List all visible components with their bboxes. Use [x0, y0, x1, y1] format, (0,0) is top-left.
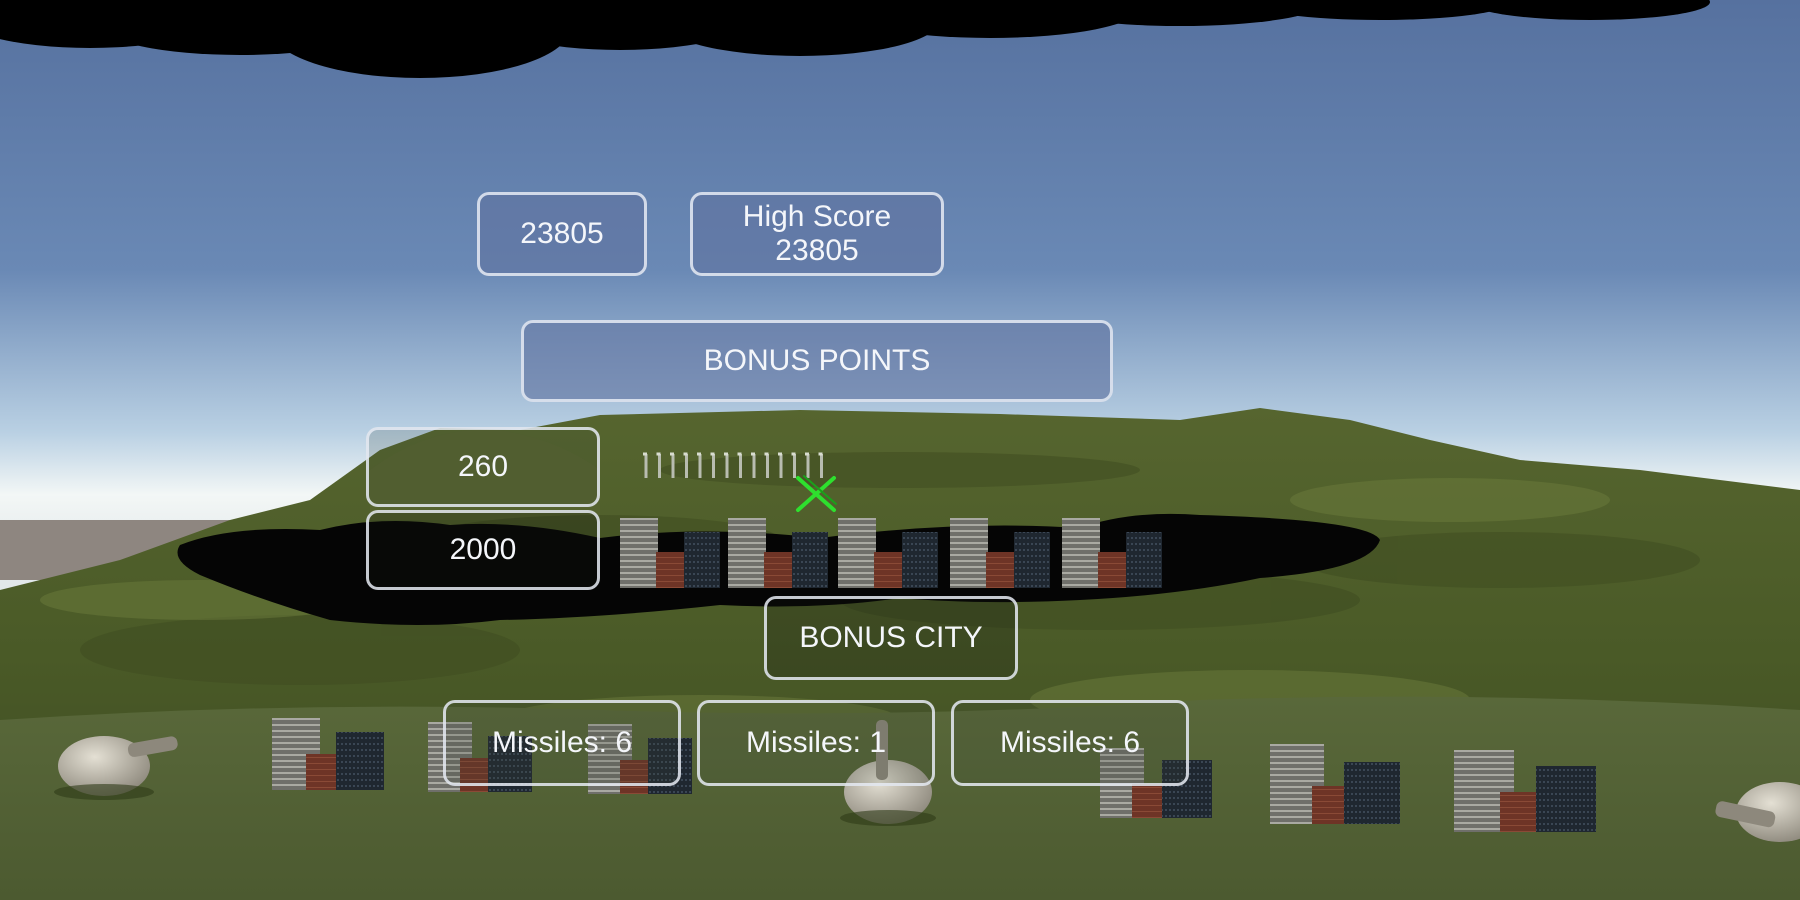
battery-left-missiles-label: Missiles: 6: [491, 725, 633, 759]
city: [838, 518, 938, 588]
battery-center: [840, 720, 936, 826]
high-score-value: 23805: [775, 234, 859, 267]
city: [272, 718, 384, 790]
city: [1270, 744, 1400, 824]
bonus-city-text: BONUS CITY: [799, 620, 983, 654]
battery-right-missiles: Missiles: 6: [951, 700, 1189, 786]
city: [1454, 750, 1596, 832]
city: [1062, 518, 1162, 588]
high-score-display: High Score 23805: [690, 192, 944, 276]
storm-clouds: [0, 0, 1710, 78]
city: [728, 518, 828, 588]
missile-stack-icon: [643, 452, 823, 478]
city-bonus-display: 2000: [366, 510, 600, 590]
battery-left: [54, 736, 178, 800]
city: [620, 518, 720, 588]
bonus-points-banner: BONUS POINTS: [521, 320, 1113, 402]
crosshair-x-icon: [796, 475, 837, 512]
city: [950, 518, 1050, 588]
battery-left-missiles: Missiles: 6: [443, 700, 681, 786]
city-bonus-value: 2000: [449, 532, 517, 566]
missile-bonus-display: 260: [366, 427, 600, 507]
battery-right: [1715, 782, 1800, 842]
battery-right-missiles-label: Missiles: 6: [999, 725, 1141, 759]
score-value: 23805: [520, 216, 604, 250]
left-hill: [370, 429, 600, 520]
high-score-label: High Score: [742, 199, 892, 233]
score-display: 23805: [477, 192, 647, 276]
missile-bonus-value: 260: [457, 449, 509, 483]
mid-cities: [620, 518, 1162, 588]
bonus-city-label: BONUS CITY: [764, 596, 1018, 680]
battery-center-missiles-label: Missiles: 1: [745, 725, 887, 759]
battery-center-missiles: Missiles: 1: [697, 700, 935, 786]
bonus-points-label: BONUS POINTS: [703, 343, 931, 377]
